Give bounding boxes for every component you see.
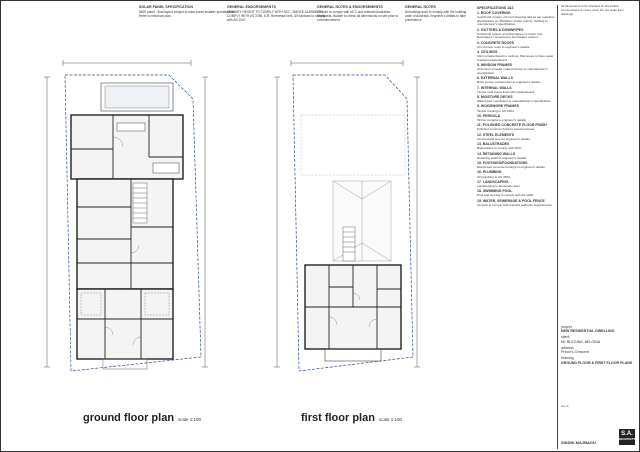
spec-item-title: 14. RETAINING WALLS: [477, 151, 516, 156]
spec-item-body: All structural steel to engineer's detai…: [477, 136, 531, 141]
spec-item-title: 11. POLISHED CONCRETE FLOOR FINISH: [477, 123, 547, 128]
address-text: Prince's Crescent: [561, 350, 590, 355]
spec-item-title: 13. BALUSTRADES: [477, 142, 510, 147]
first-floor-plan-title: first floor plan scale 1:100: [301, 412, 402, 424]
note-title: GENERAL ENDORSEMENTS: [227, 5, 276, 9]
spec-item-body: Retaining walls to engineer's details.: [477, 155, 527, 160]
solar-panel-note: SOLAR PANEL SPECIFICATION 6600 panel - f…: [139, 5, 239, 19]
architect-logo-row: SIDDIK MAJBAGU S.A. ARCHITECTS: [561, 423, 635, 445]
ground-floor-plan-drawing: [44, 60, 208, 372]
note-body: All building work to comply with the bui…: [405, 10, 467, 22]
spec-item-body: Timber pergola to engineer's details.: [477, 118, 527, 123]
spec-item-title: 17. LANDSCAPING: [477, 179, 509, 184]
plan-title-text: ground floor plan: [83, 412, 175, 424]
spec-item-title: 15. FOOTINGS/FOUNDATIONS: [477, 160, 528, 165]
logo-text: S.A.: [621, 431, 633, 437]
logo-subtext: ARCHITECTS: [618, 438, 636, 441]
note-title: SOLAR PANEL SPECIFICATION: [139, 5, 193, 9]
title-block-note: All dimensions to be checked on site bef…: [561, 4, 624, 16]
spec-item-body: Timber framing to AS 1684.: [477, 108, 515, 113]
spec-item-title: 16. PLUMBING: [477, 170, 502, 175]
spec-item-title: 3. CONCRETE ROOFS: [477, 40, 514, 45]
project-details: project NEW RESIDENTIAL DWELLING client …: [561, 325, 635, 367]
spec-item-title: 5. WINDOW FRAMES: [477, 63, 512, 68]
title-block: All dimensions to be checked on site bef…: [557, 4, 637, 449]
plan-scale-text: scale 1:100: [378, 417, 402, 422]
address-label: address: [561, 345, 574, 350]
spec-item-body: Colorbond custom orb roof sheeting laid …: [477, 14, 555, 27]
first-floor-plan-drawing: [274, 60, 420, 372]
spec-item-title: 12. STEEL ELEMENTS: [477, 132, 515, 137]
spec-item-title: 4. CEILINGS: [477, 50, 498, 55]
spec-item-title: 19. WATER, SEWERAGE & POOL FENCE: [477, 198, 545, 203]
general-notes-endorsements: GENERAL NOTES & ENDORSEMENTS All work to…: [317, 5, 399, 23]
spec-item-body: Colorbond gutters and downpipes to match…: [477, 31, 544, 40]
note-body: 6600 panel - final layout subject to sol…: [139, 10, 236, 18]
spec-item-title: 18. SWIMMING POOL: [477, 189, 513, 194]
ground-floor-plan-title: ground floor plan scale 1:100: [83, 412, 201, 424]
note-title: GENERAL NOTES & ENDORSEMENTS: [317, 5, 383, 9]
note-body: All work to comply with NCC and relevant…: [317, 10, 399, 22]
note-title: GENERAL NOTES: [405, 5, 436, 9]
spec-item-body: 10mm plasterboard to ceilings. Wet areas…: [477, 54, 554, 62]
project-name: NEW RESIDENTIAL DWELLING: [561, 329, 615, 334]
spec-item-body: Aluminium powder coated frames to manufa…: [477, 67, 548, 76]
spec-item-title: 1. ROOF COVERING: [477, 10, 511, 15]
spec-item-body: Polished concrete finish to selected are…: [477, 127, 535, 132]
architect-name: SIDDIK MAJBAGU: [561, 440, 596, 446]
spec-item-body: All concrete roofs to engineer's details…: [477, 44, 531, 49]
client-name: Mr. BLEGINA, BELGINA: [561, 339, 601, 344]
revision-label: rev. A: [561, 404, 569, 408]
spec-item-title: 6. EXTERNAL WALLS: [477, 76, 513, 81]
spec-item-body: All work to comply with relevant authori…: [477, 202, 553, 207]
spec-item-body: Landscaping to landscape plan.: [477, 183, 521, 188]
spec-item-body: Brick veneer construction to engineer's …: [477, 80, 541, 85]
architect-logo: S.A. ARCHITECTS: [619, 429, 635, 445]
spec-item-body: Waterproof membrane to manufacturer's sp…: [477, 99, 552, 104]
spec-item-title: 8. MOISTURE DECKS: [477, 95, 513, 100]
specifications-heading: SPECIFICATIONS 1&2: [477, 5, 514, 10]
spec-item-title: 9. WOODWORK FRAMES: [477, 104, 519, 109]
spec-item-body: Balustrades to comply with NCC.: [477, 146, 523, 151]
spec-item-title: 2. GUTTERS & DOWNPIPES: [477, 27, 524, 32]
plan-scale-text: scale 1:100: [178, 417, 202, 422]
spec-item-body: Timber stud frame lined with plasterboar…: [477, 89, 535, 94]
spec-item-title: 7. INTERNAL WALLS: [477, 85, 512, 90]
general-notes: GENERAL NOTES All building work to compl…: [405, 5, 473, 23]
client-label: client: [561, 335, 570, 340]
drawing-name: GROUND FLOOR & FIRST FLOOR PLANS: [561, 360, 633, 365]
general-endorsements-note: GENERAL ENDORSEMENTS CHIMNEY HEIGHT TO C…: [227, 5, 327, 23]
plan-title-text: first floor plan: [301, 412, 375, 424]
spec-item-title: 10. PERGOLA: [477, 113, 501, 118]
spec-item-body: All plumbing to AS 3500.: [477, 174, 511, 179]
note-body: CHIMNEY HEIGHT TO COMPLY WITH NCC. SMOKE…: [227, 10, 326, 22]
drawing-label: drawing: [561, 356, 574, 361]
spec-item-body: Pool and fencing to comply with AS 1926.: [477, 193, 534, 198]
project-label: project: [561, 325, 572, 329]
spec-item-body: Reinforced concrete footings to engineer…: [477, 165, 546, 170]
